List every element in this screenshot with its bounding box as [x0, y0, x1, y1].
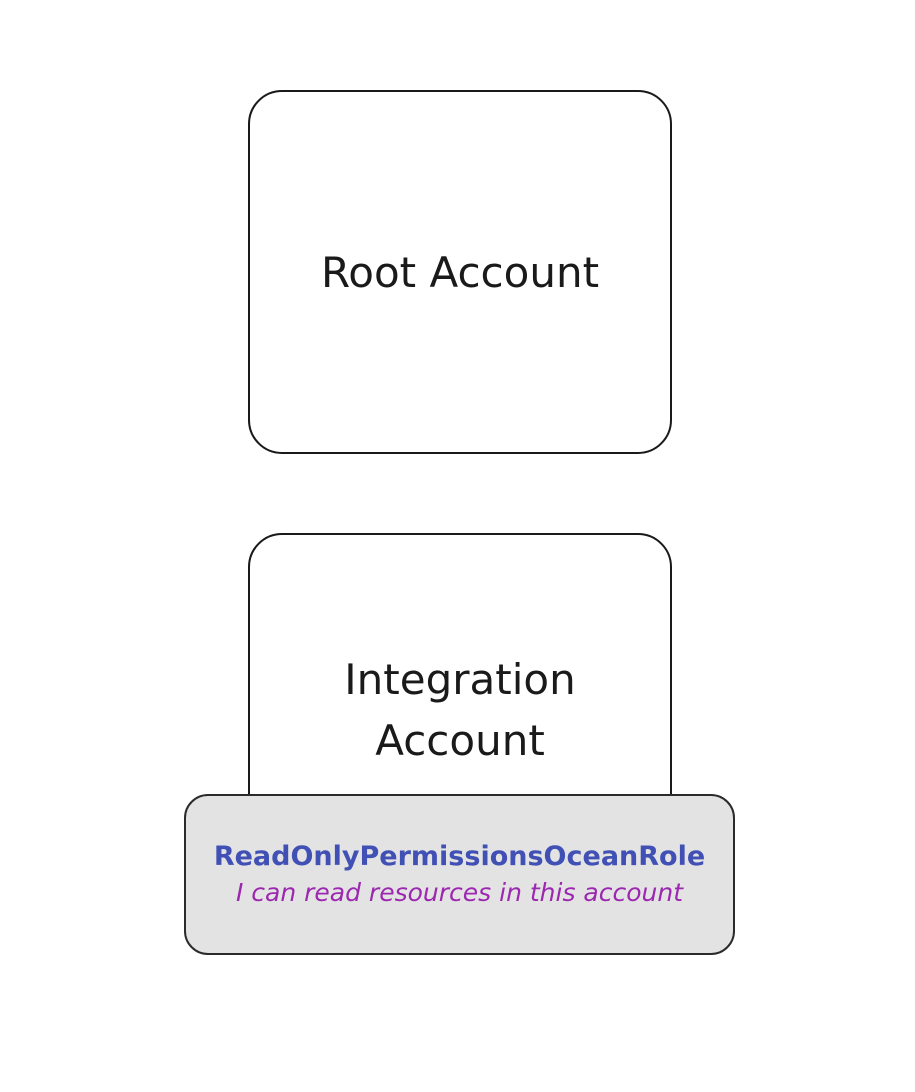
root-account-box[interactable]: Root Account [248, 90, 672, 454]
integration-account-box[interactable]: Integration Account [248, 533, 672, 823]
role-description-label: I can read resources in this account [235, 877, 684, 907]
integration-account-label: Integration Account [344, 655, 576, 765]
readonly-role-node[interactable]: ReadOnlyPermissionsOceanRole I can read … [184, 794, 735, 955]
role-name-label: ReadOnlyPermissionsOceanRole [213, 840, 706, 872]
root-account-label: Root Account [320, 247, 600, 297]
